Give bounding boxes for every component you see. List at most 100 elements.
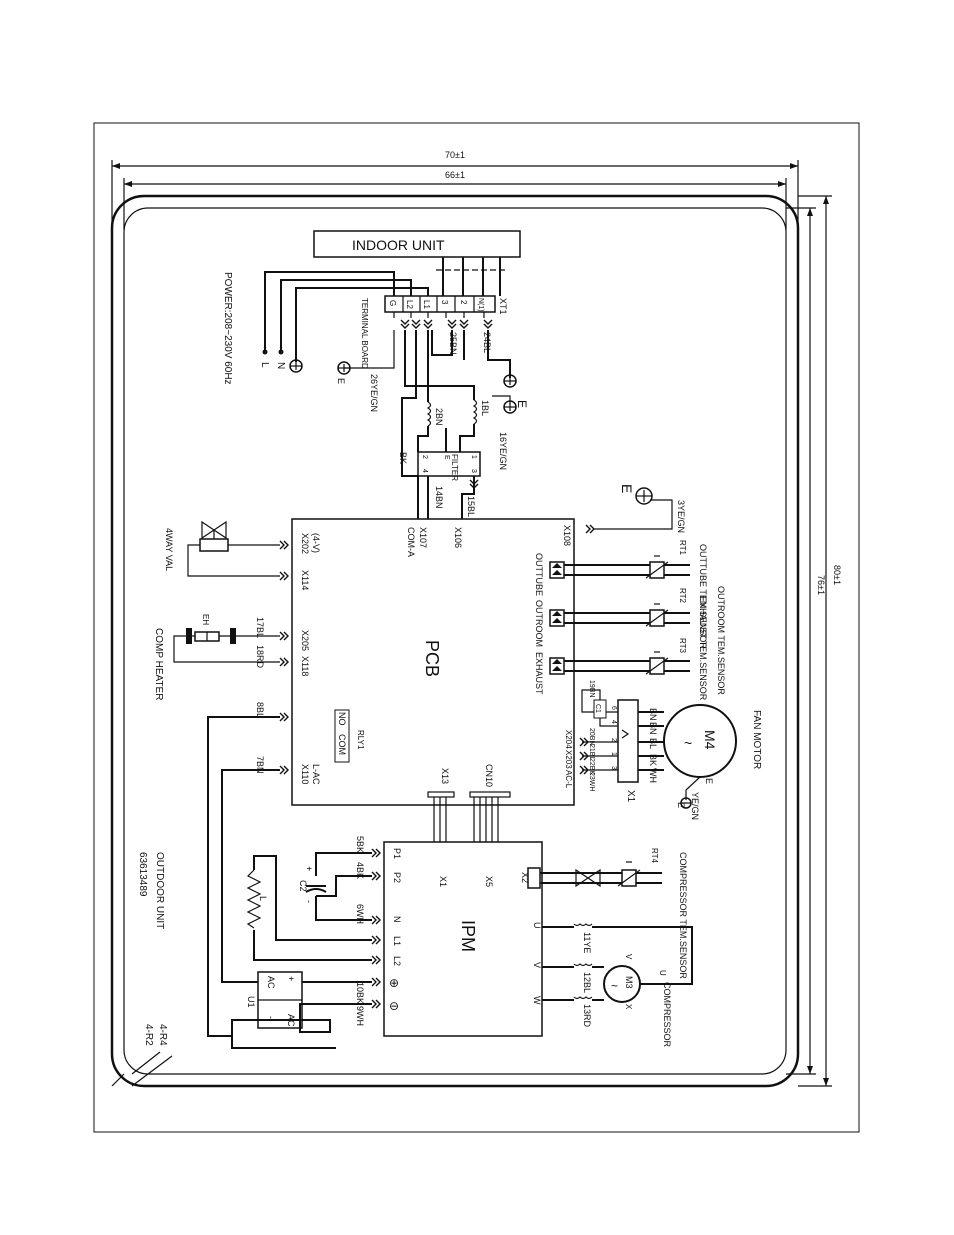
svg-text:4-R2: 4-R2 [143,1024,154,1046]
svg-text:AC-L: AC-L [564,770,573,789]
svg-text:BN: BN [648,708,658,721]
svg-text:NO: NO [337,712,347,726]
wire-15: 15BL [466,496,476,517]
svg-text:X205: X205 [300,630,310,651]
svg-text:19BN: 19BN [588,680,595,698]
dim-outer-width: 70±1 [445,150,465,160]
wires-7-8: 8BL 7BN [207,702,289,1037]
svg-text:OUTTUBE: OUTTUBE [534,553,544,596]
svg-text:P1: P1 [392,848,402,859]
dimension-height: 76±1 80±1 [786,195,842,1087]
tb-2: 2 [459,300,468,305]
filter-wiring: 2BN 1BL E 16YE/GN FILTER 2 4 E 1 3 BK 14… [398,330,529,520]
svg-text:U: U [658,970,667,976]
svg-text:X108: X108 [562,525,572,546]
fan-motor-name: M4 [702,730,718,750]
svg-text:U: U [532,922,542,929]
power-l: L [259,362,270,368]
svg-text:+: + [286,976,296,981]
svg-text:2: 2 [421,455,428,459]
svg-text:E: E [443,455,450,460]
svg-text:OUTROOM TEM.SENSOR: OUTROOM TEM.SENSOR [716,586,726,695]
rt3-label: EXHAUST TEM.SENSOR [698,596,708,701]
wire-2: 2BN [434,408,444,426]
svg-text:E: E [619,484,635,493]
svg-text:⊖: ⊖ [389,999,399,1013]
wire-17: 17BL [255,617,265,638]
svg-text:4-R4: 4-R4 [157,1024,168,1046]
tb-n: N(1) [477,298,484,312]
svg-text:RT4: RT4 [650,848,659,864]
svg-text:EXHAUST: EXHAUST [534,652,544,695]
wire-9: 9WH [355,1006,365,1026]
wire-13: 13RD [582,1004,592,1028]
svg-text:U1: U1 [246,996,256,1008]
svg-text:AC: AC [266,976,276,989]
svg-text:YE/GN: YE/GN [690,792,700,820]
indoor-unit-box [313,230,521,258]
power-wires: L N POWER:208~230V 60Hz [222,271,429,385]
four-way-valve: 4WAY VAL [164,520,289,581]
svg-text:RT3: RT3 [678,638,687,654]
svg-text:6: 6 [610,706,617,710]
outdoor-unit-label: OUTDOOR UNIT [154,852,165,929]
svg-text:X: X [624,1004,633,1010]
svg-text:X202: X202 [300,533,310,554]
svg-text:X13: X13 [440,768,450,784]
outdoor-unit-code: 63613489 [137,852,148,897]
earth-x108: E 3YE/GN [585,484,686,534]
pcb-label: PCB [422,640,442,677]
filter-box [417,451,481,477]
wire-24: 24BL [482,332,492,353]
power-label: POWER:208~230V 60Hz [222,272,233,385]
svg-text:~: ~ [611,979,618,993]
svg-text:V: V [532,962,542,968]
svg-text:L-AC: L-AC [311,764,321,785]
housing-inner [123,207,787,1075]
wire-14: 14BN [434,486,444,509]
heater-label: COMP HEATER [153,628,164,700]
svg-text:COMPRESSOR: COMPRESSOR [662,982,672,1048]
tb-l2: L2 [405,300,414,309]
svg-text:4: 4 [610,720,617,724]
indoor-unit-label: INDOOR UNIT [352,237,445,253]
wire-7: 7BN [255,756,265,774]
dim-inner-width: 66±1 [445,170,465,180]
wire-11: 11YE [582,932,592,953]
svg-text:COM: COM [337,734,347,755]
svg-text:E: E [336,378,346,384]
svg-text:RT1: RT1 [678,540,687,556]
terminal-arrows [393,312,493,329]
svg-text:RLY1: RLY1 [356,730,365,750]
svg-text:X118: X118 [300,656,310,676]
tb-g: G [388,300,397,306]
wire-8: 8BL [255,702,265,718]
svg-text:3: 3 [610,766,617,770]
svg-text:X110: X110 [300,764,310,784]
svg-text:-: - [266,1016,276,1019]
svg-text:E: E [704,778,714,784]
power-n: N [275,362,286,369]
indoor-wires [436,257,506,296]
filter-label: FILTER [450,454,459,481]
wire-16: 16YE/GN [498,432,508,470]
wire-25: 25BN [448,332,458,355]
wire-6: 6WH [355,904,365,924]
page-frame [93,122,860,1133]
svg-text:BK: BK [648,754,658,766]
svg-text:N: N [392,916,402,923]
wire-12: 12BL [582,972,592,993]
svg-text:4: 4 [421,469,428,473]
svg-text:M3: M3 [624,976,634,989]
svg-text:X1: X1 [625,790,636,803]
wire-10: 10BK [355,982,365,1004]
svg-text:23WH: 23WH [588,772,595,791]
svg-text:X204: X204 [564,730,573,749]
svg-text:COMPRESSOR TEM.SENSOR: COMPRESSOR TEM.SENSOR [678,852,688,979]
wire-18: 18RD [255,645,265,669]
svg-text:L2: L2 [392,956,402,966]
svg-text:X1: X1 [438,876,448,887]
wire-1: 1BL [480,400,490,416]
housing-outer [110,194,800,1088]
